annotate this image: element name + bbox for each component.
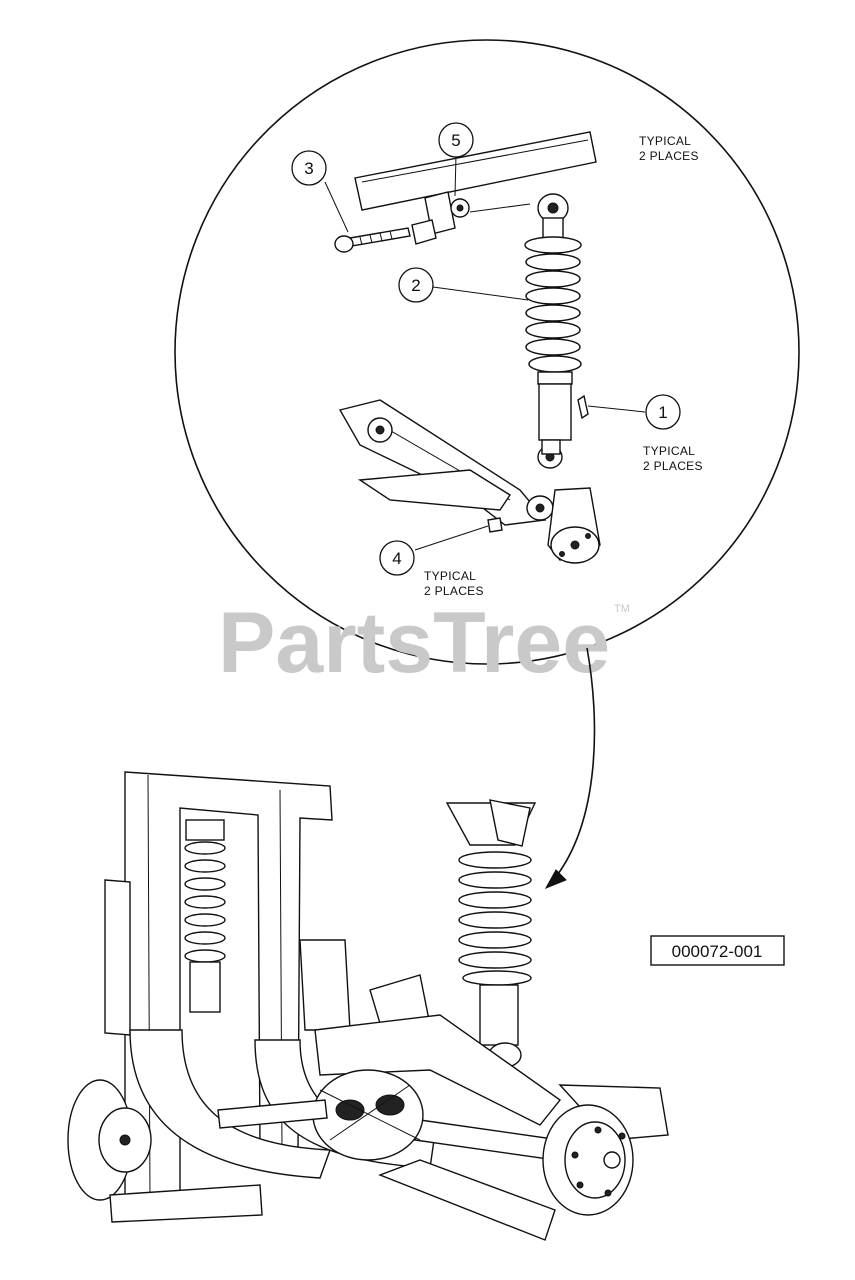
callout-3[interactable]: 3: [291, 150, 327, 186]
svg-text:2 PLACES: 2 PLACES: [643, 459, 703, 473]
pin-part: [577, 394, 589, 420]
watermark: PartsTree TM: [218, 595, 630, 691]
note-right-mid: TYPICAL 2 PLACES: [643, 444, 703, 473]
detail-arrow: [544, 647, 596, 889]
right-hub: [542, 1084, 669, 1216]
note-bottom-left: TYPICAL 2 PLACES: [424, 569, 484, 598]
svg-text:PartsTree: PartsTree: [218, 595, 610, 691]
right-spring: [445, 799, 537, 1068]
shock-absorber-detail: [524, 193, 582, 469]
callout-5[interactable]: 5: [438, 122, 474, 158]
svg-text:3: 3: [304, 159, 313, 178]
svg-text:000072-001: 000072-001: [672, 942, 763, 961]
detail-view: [324, 131, 646, 564]
note-top-right: TYPICAL 2 PLACES: [639, 134, 699, 163]
svg-text:5: 5: [451, 131, 460, 150]
svg-text:2: 2: [411, 276, 420, 295]
callout-2[interactable]: 2: [398, 267, 434, 303]
bolt-part: [334, 227, 411, 253]
suspension-assembly: [67, 771, 669, 1241]
callout-1[interactable]: 1: [645, 394, 681, 430]
svg-text:TYPICAL: TYPICAL: [424, 569, 476, 583]
control-arm-detail: [338, 399, 601, 564]
svg-text:4: 4: [392, 549, 401, 568]
center-gearbox: [312, 1069, 424, 1161]
svg-text:TYPICAL: TYPICAL: [643, 444, 695, 458]
svg-text:1: 1: [658, 403, 667, 422]
svg-text:TM: TM: [614, 603, 630, 615]
left-spring: [184, 819, 226, 1013]
svg-text:2 PLACES: 2 PLACES: [424, 584, 484, 598]
detail-circle: [174, 39, 800, 665]
svg-text:2 PLACES: 2 PLACES: [639, 149, 699, 163]
reference-code-box: 000072-001: [650, 935, 785, 966]
left-hub: [67, 1079, 263, 1223]
frame-bar: [354, 131, 597, 245]
svg-text:TYPICAL: TYPICAL: [639, 134, 691, 148]
callout-4[interactable]: 4: [379, 540, 415, 576]
